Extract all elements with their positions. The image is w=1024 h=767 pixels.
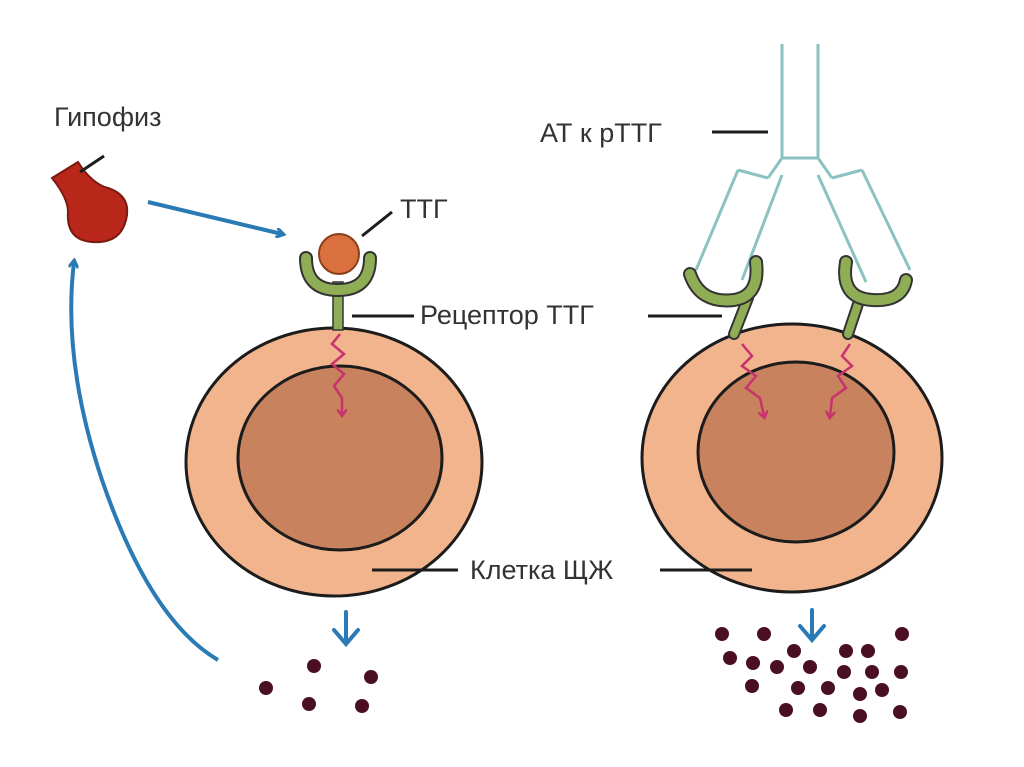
receptor-label: Рецептор ТТГ (420, 300, 594, 330)
right-tsh-receptor-2 (838, 255, 913, 340)
hormone-dot (865, 665, 879, 679)
antibody-label: АТ к рТТГ (540, 118, 662, 148)
right-hormone-dots (715, 627, 909, 723)
right-cell-nucleus (696, 360, 896, 544)
hormone-dot (259, 681, 273, 695)
hormone-dot (307, 659, 321, 673)
hormone-dot (839, 644, 853, 658)
left-hormone-dots (259, 659, 378, 713)
hormone-dot (364, 670, 378, 684)
hormone-dot (893, 705, 907, 719)
hormone-dot (853, 687, 867, 701)
hormone-dot (853, 709, 867, 723)
hormone-dot (875, 683, 889, 697)
pituitary-gland (50, 154, 129, 244)
hormone-dot (791, 681, 805, 695)
tsh-molecule (318, 233, 360, 275)
hormone-dot (895, 627, 909, 641)
hormone-dot (746, 656, 760, 670)
hormone-dot (770, 660, 784, 674)
pituitary-to-tsh-arrow (147, 200, 282, 234)
right-output-arrow (798, 608, 826, 644)
hormone-dot (861, 644, 875, 658)
right-thyroid-cell (640, 322, 944, 594)
tsh-label: ТТГ (400, 194, 448, 224)
pituitary-label: Гипофиз (54, 102, 162, 132)
hormone-dot (894, 665, 908, 679)
pituitary-shape (50, 160, 129, 244)
hormone-dot (803, 660, 817, 674)
hormone-dot (757, 627, 771, 641)
feedback-arrow (71, 262, 220, 662)
left-output-arrow (332, 610, 360, 648)
right-tsh-receptor-1 (683, 255, 764, 340)
hormone-dot (813, 703, 827, 717)
tsh-receptor-antibody (694, 44, 912, 283)
hormone-dot (302, 697, 316, 711)
hormone-dot (745, 679, 759, 693)
hormone-dot (779, 703, 793, 717)
left-tsh-receptor (299, 251, 377, 331)
hormone-dot (787, 644, 801, 658)
left-cell-nucleus (236, 364, 444, 552)
hormone-dot (355, 699, 369, 713)
hormone-dot (723, 651, 737, 665)
right-signal-arrow-2 (830, 343, 854, 416)
pituitary-leader-line (79, 154, 105, 174)
tsh-leader-line (361, 210, 393, 238)
right-signal-arrow-1 (740, 343, 764, 416)
left-thyroid-cell (184, 326, 484, 598)
hormone-dot (837, 665, 851, 679)
thyroid-cell-label: Клетка ЩЖ (470, 555, 614, 585)
hormone-dot (715, 627, 729, 641)
left-signal-arrow (330, 333, 344, 414)
hormone-dot (821, 681, 835, 695)
